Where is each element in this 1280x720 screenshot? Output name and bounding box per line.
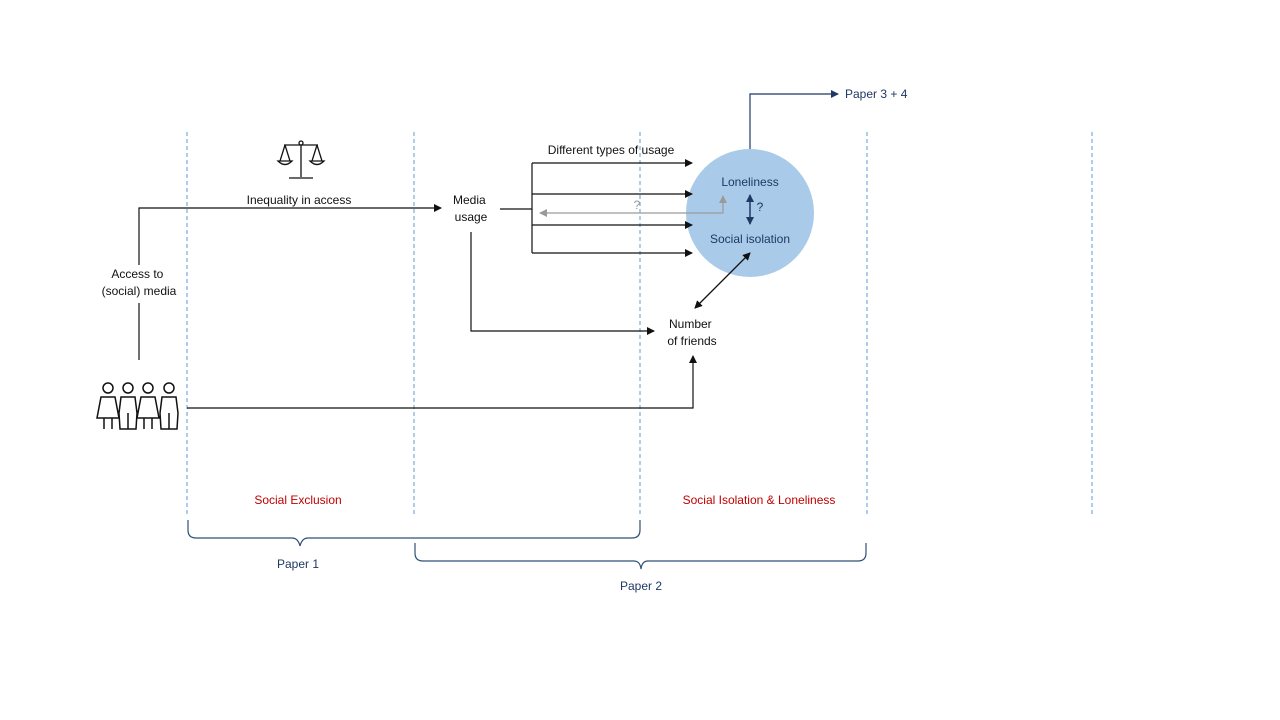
person-figure-4 <box>159 382 179 430</box>
feedback-arrow-gray <box>539 195 727 217</box>
paper-1-brace <box>187 520 641 547</box>
arrow-people-to-friends <box>187 355 697 409</box>
arrow-access-to-media-usage <box>138 204 442 265</box>
label-paper-2: Paper 2 <box>620 579 662 593</box>
paper-2-brace <box>414 543 867 570</box>
scale-icon <box>276 140 326 179</box>
section-social-isolation-loneliness: Social Isolation & Loneliness <box>683 493 836 507</box>
label-social-isolation: Social isolation <box>710 232 790 246</box>
label-question-blue: ? <box>757 200 764 214</box>
people-group-icon <box>96 382 179 430</box>
label-paper-1: Paper 1 <box>277 557 319 571</box>
label-different-types-of-usage: Different types of usage <box>548 143 675 157</box>
label-question-gray: ? <box>634 198 641 212</box>
person-figure-2 <box>118 382 138 430</box>
person-figure-3 <box>136 382 160 429</box>
label-inequality-in-access: Inequality in access <box>247 193 352 207</box>
label-loneliness: Loneliness <box>721 175 778 189</box>
arrow-media-usage-to-friends <box>470 232 655 335</box>
section-social-exclusion: Social Exclusion <box>254 493 341 507</box>
arrow-to-paper-3-4 <box>749 90 839 149</box>
isolation-friends-arrow <box>694 252 751 309</box>
label-access-to-media: Access to (social) media <box>102 267 177 298</box>
label-paper-3-4: Paper 3 + 4 <box>845 87 908 101</box>
person-figure-1 <box>96 382 120 429</box>
label-media-usage: Media usage <box>453 193 489 224</box>
label-number-of-friends: Number of friends <box>667 317 716 348</box>
